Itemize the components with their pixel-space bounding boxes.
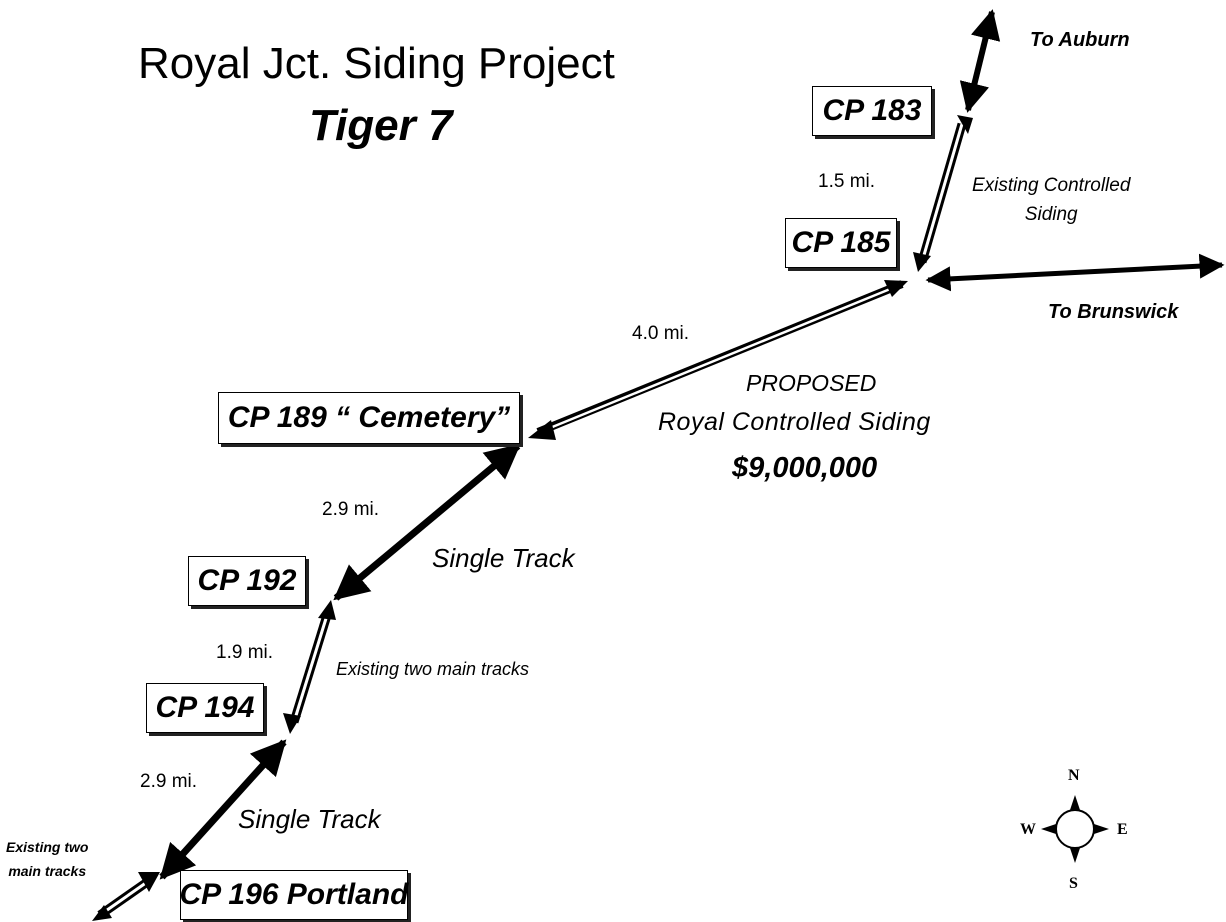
label-proposed-name: Royal Controlled Siding: [658, 408, 931, 436]
cp-196-box: CP 196 Portland: [180, 870, 408, 920]
label-existing-controlled-line2: Siding: [1024, 203, 1078, 225]
compass-north-label: N: [1068, 767, 1080, 784]
track-proposed-royal-siding: [528, 280, 908, 440]
compass-west-label: W: [1020, 821, 1036, 838]
compass-rose: [1041, 795, 1109, 863]
track-to-auburn: [959, 9, 1001, 113]
compass-east-label: E: [1117, 821, 1128, 838]
track-existing-two-main-sw: [92, 872, 160, 921]
page-title: Royal Jct. Siding Project: [138, 39, 615, 88]
distance-192-194: 1.9 mi.: [216, 642, 274, 663]
label-existing-two-main-sw: Existing two main tracks: [6, 836, 88, 884]
destination-brunswick: To Brunswick: [1048, 301, 1179, 323]
distance-185-189: 4.0 mi.: [632, 323, 690, 344]
label-existing-two-main-sw-line2: main tracks: [8, 862, 87, 879]
label-existing-controlled-line1: Existing Controlled: [972, 175, 1131, 196]
page-subtitle: Tiger 7: [309, 101, 453, 150]
cp-192-box: CP 192: [188, 556, 306, 606]
label-single-track-lower: Single Track: [238, 804, 381, 834]
cp-189-box: CP 189 “ Cemetery”: [218, 392, 520, 444]
cp-183-box: CP 183: [812, 86, 932, 136]
cp-185-box: CP 185: [785, 218, 897, 268]
distance-183-185: 1.5 mi.: [818, 171, 876, 192]
track-to-brunswick: [925, 253, 1225, 292]
label-proposed-cost: $9,000,000: [732, 452, 878, 484]
label-existing-controlled-siding: Existing Controlled Siding: [972, 172, 1130, 229]
compass-south-label: S: [1069, 875, 1078, 892]
distance-194-196: 2.9 mi.: [140, 771, 198, 792]
track-single-lower: [159, 739, 287, 880]
distance-189-192: 2.9 mi.: [322, 499, 380, 520]
track-existing-controlled-siding: [913, 115, 973, 272]
cp-194-box: CP 194: [146, 683, 264, 733]
track-single-upper: [333, 443, 521, 601]
label-existing-two-main-sw-line1: Existing two: [6, 839, 89, 855]
track-existing-two-main: [283, 600, 336, 734]
label-single-track-upper: Single Track: [432, 543, 575, 573]
label-proposed: PROPOSED: [746, 370, 877, 396]
destination-auburn: To Auburn: [1030, 29, 1130, 51]
label-existing-two-main: Existing two main tracks: [336, 659, 530, 679]
